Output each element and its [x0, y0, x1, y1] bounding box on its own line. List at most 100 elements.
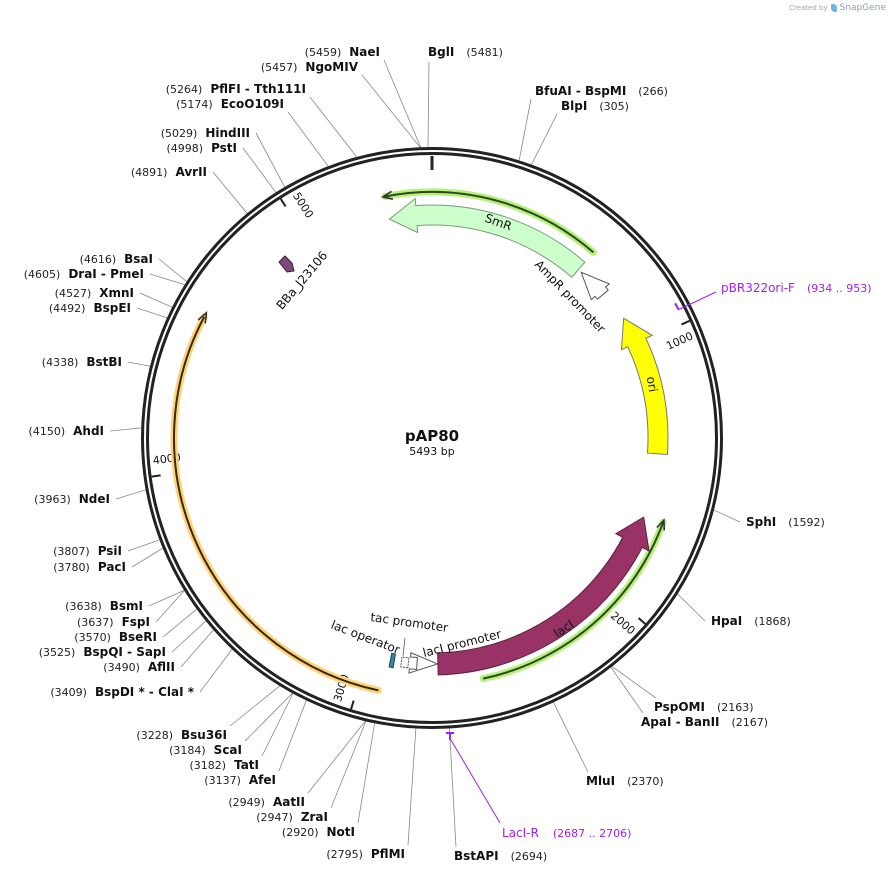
plasmid-length: 5493 bp — [409, 445, 454, 458]
enzyme-site[interactable]: (5174)EcoO109I — [176, 97, 284, 111]
primer-pbr322ori-f[interactable]: pBR322ori-F(934 .. 953) — [721, 281, 872, 295]
enzyme-position: (3525) — [39, 646, 76, 659]
enzyme-site[interactable]: (3638)BsmI — [65, 599, 143, 613]
primer-range: (2687 .. 2706) — [553, 827, 632, 840]
enzyme-site[interactable]: (3637)FspI — [77, 615, 150, 629]
enzyme-site[interactable]: HpaI(1868) — [711, 614, 791, 628]
enzyme-site[interactable]: (5457)NgoMIV — [261, 60, 359, 74]
feature-bba-j23106[interactable] — [278, 255, 295, 273]
enzyme-site[interactable]: ApaI - BanII(2167) — [641, 715, 768, 729]
enzyme-site[interactable]: BstAPI(2694) — [454, 849, 547, 863]
enzyme-position: (3637) — [77, 616, 114, 629]
enzyme-site[interactable]: (3228)Bsu36I — [136, 728, 227, 742]
enzyme-site[interactable]: (3570)BseRI — [74, 630, 157, 644]
enzyme-site[interactable]: MluI(2370) — [586, 774, 664, 788]
enzyme-position: (3182) — [189, 759, 226, 772]
enzyme-site[interactable]: (5459)NaeI — [305, 45, 380, 59]
enzyme-position: (5264) — [166, 83, 203, 96]
enzyme-site[interactable]: BfuAI - BspMI(266) — [535, 84, 668, 98]
enzyme-position: (5029) — [161, 127, 198, 140]
feature-tac-promoter[interactable] — [400, 656, 410, 669]
enzyme-site[interactable]: (3963) NdeI — [34, 492, 110, 506]
enzyme-site[interactable]: (3184)ScaI — [169, 743, 242, 757]
enzyme-site[interactable]: (4150)AhdI — [29, 424, 104, 438]
enzyme-site[interactable]: (4891)AvrII — [131, 165, 207, 179]
enzyme-site[interactable]: (4616) BsaI — [80, 252, 153, 266]
snapgene-logo-icon — [830, 4, 837, 12]
enzyme-name: NaeI — [349, 45, 380, 59]
enzyme-site[interactable]: (2949)AatII — [228, 795, 305, 809]
enzyme-position: (3409) — [50, 686, 87, 699]
enzyme-site[interactable]: BglI(5481) — [428, 45, 503, 59]
enzyme-leader-line — [199, 649, 233, 693]
enzyme-name: BsaI — [124, 252, 153, 266]
enzyme-position: (3570) — [74, 631, 111, 644]
feature-laci-promoter[interactable] — [408, 652, 439, 674]
enzyme-leader-line — [309, 96, 357, 158]
enzyme-site[interactable]: (3490)AflII — [103, 660, 175, 674]
enzyme-name: BfuAI - BspMI — [535, 84, 626, 98]
enzyme-site[interactable]: (5029)HindIII — [161, 126, 250, 140]
primer-laci-r[interactable]: LacI-R(2687 .. 2706) — [502, 826, 631, 840]
enzyme-position: (2795) — [326, 848, 363, 861]
enzyme-site[interactable]: (2920)NotI — [282, 825, 355, 839]
enzyme-name: Bsu36I — [181, 728, 227, 742]
enzyme-site[interactable]: (3525)BspQI - SapI — [39, 645, 166, 659]
enzyme-position: (3963) — [34, 493, 71, 506]
enzyme-name: PflMI — [371, 847, 405, 861]
enzyme-site[interactable]: (2795) PflMI — [326, 847, 405, 861]
enzyme-site[interactable]: (3409)BspDI * - ClaI * — [50, 685, 194, 699]
enzyme-site[interactable]: (3807)PsiI — [53, 544, 122, 558]
enzyme-leader-line — [155, 590, 185, 623]
enzyme-leader-line — [171, 620, 207, 653]
enzyme-site[interactable]: (4998)PstI — [166, 141, 237, 155]
enzyme-leader-line — [131, 547, 163, 568]
feature-ori-label: ori — [644, 375, 660, 393]
enzyme-site[interactable]: (3137) AfeI — [204, 773, 276, 787]
enzyme-leader-line — [287, 111, 329, 167]
enzyme-position: (3137) — [204, 774, 241, 787]
enzyme-site[interactable]: SphI(1592) — [746, 515, 825, 529]
enzyme-position: (3184) — [169, 744, 206, 757]
enzyme-site[interactable]: (5264)PflFI - Tth111I — [166, 82, 306, 96]
laci-orf-arrowhead — [656, 518, 666, 531]
enzyme-site[interactable]: (4492)BspEI — [49, 301, 131, 315]
enzyme-site[interactable]: (3182)TatI — [189, 758, 259, 772]
enzyme-name: ApaI - BanII — [641, 715, 720, 729]
enzyme-name: AfeI — [249, 773, 276, 787]
smr-orf-line — [381, 188, 597, 256]
enzyme-leader-line — [357, 723, 376, 824]
enzyme-site[interactable]: (3780)PacI — [53, 560, 126, 574]
plasmid-name: pAP80 — [405, 427, 459, 445]
enzyme-leader-line — [212, 171, 248, 214]
enzyme-leader-line — [361, 74, 421, 148]
enzyme-leader-line — [713, 509, 741, 523]
feature-ampr-promoter[interactable] — [580, 271, 611, 301]
enzyme-position: (2694) — [511, 850, 548, 863]
enzyme-leader-line — [330, 721, 367, 809]
created-by-text: Created by — [789, 4, 828, 12]
snapgene-branding: Created by SnapGene — [789, 3, 886, 13]
enzyme-site[interactable]: PspOMI(2163) — [654, 700, 754, 714]
enzyme-leader-line — [307, 720, 366, 794]
orange-orf-arrowhead — [197, 311, 208, 324]
enzyme-position: (4616) — [80, 253, 117, 266]
feature-smr[interactable] — [388, 197, 586, 278]
feature-ori[interactable] — [620, 317, 669, 455]
enzyme-name: DraI - PmeI — [68, 267, 144, 281]
smr-orf-arrowhead — [380, 190, 394, 200]
enzyme-position: (4150) — [29, 425, 66, 438]
enzyme-position: (3490) — [103, 661, 140, 674]
enzyme-site[interactable]: (4527)XmnI — [55, 286, 134, 300]
enzyme-site[interactable]: (4338)BstBI — [42, 355, 122, 369]
feature-lac-operator[interactable] — [388, 652, 397, 669]
enzyme-name: BsmI — [110, 599, 143, 613]
enzyme-name: BlpI — [561, 99, 587, 113]
enzyme-name: NdeI — [79, 492, 110, 506]
enzyme-site[interactable]: (4605)DraI - PmeI — [24, 267, 144, 281]
enzyme-site[interactable]: (2947)ZraI — [256, 810, 328, 824]
tick-mark — [350, 700, 355, 710]
enzyme-site[interactable]: BlpI(305) — [561, 99, 629, 113]
feature-laci[interactable] — [437, 516, 650, 676]
